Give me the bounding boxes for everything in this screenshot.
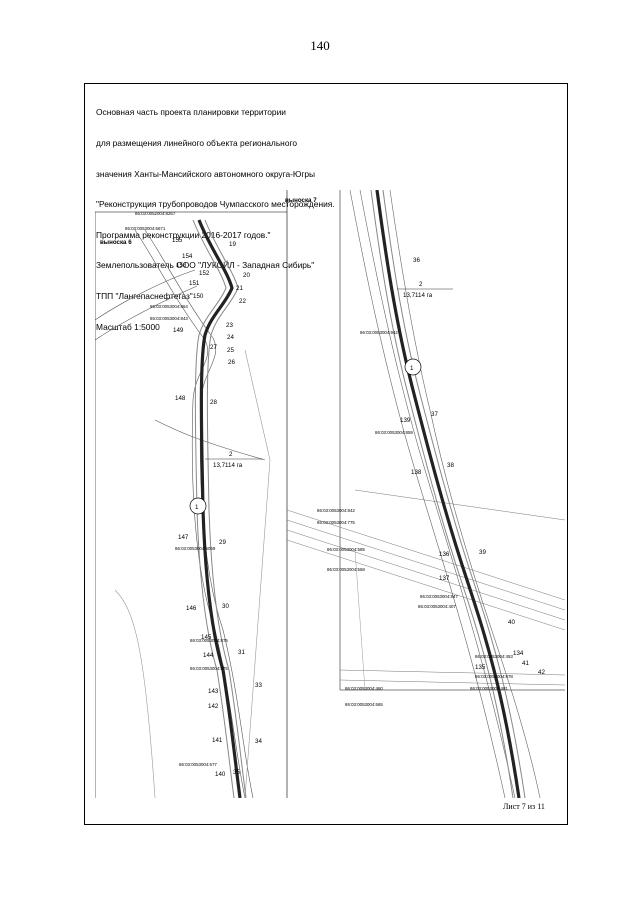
point-label: 137	[439, 575, 450, 582]
scale-line: Масштаб 1:5000	[96, 321, 160, 332]
point-label: 154	[182, 253, 193, 260]
right-pipeline	[370, 190, 526, 798]
cadastral-number: 86:03:0053004:6059	[175, 546, 216, 551]
right-point-labels: 139 138 136 137 135 134 36 37 38 39 40 4…	[400, 257, 545, 676]
point-label: 20	[243, 272, 250, 279]
point-label: 138	[411, 469, 422, 476]
point-label: 34	[255, 738, 262, 745]
parcel-number: 2	[229, 451, 233, 458]
point-label: 155	[172, 237, 183, 244]
point-label: 142	[208, 703, 219, 710]
point-label: 27	[210, 344, 217, 351]
cadastral-number: 86:03:0053004:775	[317, 520, 355, 525]
point-label: 136	[439, 551, 450, 558]
point-label: 36	[413, 257, 420, 264]
point-label: 141	[212, 737, 223, 744]
cadastral-number: 86:03:0053004:460	[345, 686, 383, 691]
point-label: 37	[431, 411, 438, 418]
sheet-number: Лист 7 из 11	[503, 802, 545, 811]
cadastral-number: 86:03:0053004:864	[150, 304, 188, 309]
point-label: 134	[513, 650, 524, 657]
section-marker	[404, 358, 422, 376]
point-label: 41	[522, 660, 529, 667]
point-label: 31	[238, 649, 245, 656]
cadastral-number: 86:03:0053004:875	[190, 638, 228, 643]
point-label: 35	[233, 769, 240, 776]
point-label: 42	[538, 669, 545, 676]
point-label: 21	[236, 285, 243, 292]
drawing-frame	[84, 83, 568, 825]
cadastral-number: 86:03:0053004:407	[418, 604, 456, 609]
callout-title: выноска 6	[100, 239, 132, 246]
point-label: 29	[219, 539, 226, 546]
point-label: 151	[189, 280, 200, 287]
cadastral-number: 86:03:0053004:859	[375, 430, 413, 435]
cadastral-number: 86:03:0053004:665	[345, 702, 383, 707]
planning-map: выноска 6 86:03:0052004:8267 86:03:00530…	[95, 190, 565, 798]
title-line: Землепользователь ООО "ЛУКОЙЛ - Западная…	[96, 260, 315, 271]
title-line: Основная часть проекта планировки террит…	[96, 107, 286, 118]
cadastral-number: 86:03:0053004:585	[327, 547, 365, 552]
cadastral-number: 86:03:0053004:568	[327, 567, 365, 572]
cadastral-number: 86:03:0053004:677	[179, 762, 217, 767]
parcel-number: 2	[419, 281, 423, 288]
left-pipeline	[192, 219, 247, 798]
cadastral-number: 86:03:0053004:842	[317, 508, 355, 513]
title-line: "Реконструкция трубопроводов Чумпасского…	[96, 199, 335, 210]
page-number: 140	[310, 38, 330, 53]
cadastral-number: 86:03:0053004:875	[190, 666, 228, 671]
point-label: 149	[173, 327, 184, 334]
point-label: 153	[176, 262, 187, 269]
section-marker	[189, 497, 207, 515]
title-line: Программа реконструкции 2016-2017 годов.…	[96, 229, 271, 240]
parcel-area: 13,7114 га	[213, 462, 243, 469]
cadastral-number: 86:03:0053004:942	[360, 330, 398, 335]
point-label: 143	[208, 688, 219, 695]
cadastral-number: 86:03:0053004:6671	[125, 226, 166, 231]
point-label: 146	[186, 605, 197, 612]
point-label: 40	[508, 619, 515, 626]
cadastral-number: 86:03:0053004:878	[475, 674, 513, 679]
point-label: 150	[193, 293, 204, 300]
point-label: 145	[201, 634, 212, 641]
section-marker-label: 1	[410, 365, 414, 372]
point-label: 148	[175, 395, 186, 402]
title-line: значения Ханты-Мансийского автономного о…	[96, 168, 316, 179]
drawing-title-block: Основная часть проекта планировки террит…	[96, 87, 335, 342]
point-label: 30	[222, 603, 229, 610]
callout-title: выноска 7	[285, 197, 317, 204]
point-label: 152	[199, 270, 210, 277]
title-line: ТПП "Лангепаснефтегаз"	[96, 291, 193, 302]
cadastral-number: 86:03:0052004:8267	[135, 211, 176, 216]
cadastral-number: 86:03:0053004:847	[420, 594, 458, 599]
crossing-roads	[286, 489, 565, 691]
point-label: 19	[229, 241, 236, 248]
cadastral-number: 86:03:0053004:481	[470, 686, 508, 691]
point-label: 38	[447, 462, 454, 469]
point-label: 147	[178, 534, 189, 541]
point-label: 22	[239, 298, 246, 305]
point-label: 23	[226, 322, 233, 329]
left-point-labels: 155 154 153 152 151 150 149 148 147 146 …	[172, 237, 262, 778]
parcel-area: 13,7114 га	[403, 292, 433, 299]
point-label: 139	[400, 417, 411, 424]
title-line: для размещения линейного объекта региона…	[96, 138, 297, 149]
right-corridor	[349, 190, 541, 798]
section-marker-label: 1	[195, 504, 199, 511]
map-canvas: выноска 6 86:03:0052004:8267 86:03:00530…	[95, 190, 565, 798]
point-label: 24	[227, 334, 234, 341]
point-label: 140	[215, 771, 226, 778]
point-label: 25	[227, 347, 234, 354]
point-label: 39	[479, 549, 486, 556]
point-label: 144	[203, 652, 214, 659]
point-label: 28	[210, 399, 217, 406]
cadastral-number: 86:03:0053004:453	[475, 654, 513, 659]
point-label: 26	[228, 359, 235, 366]
cadastral-number: 86:03:0053004:843	[150, 316, 188, 321]
point-label: 33	[255, 682, 262, 689]
point-label: 135	[475, 664, 486, 671]
